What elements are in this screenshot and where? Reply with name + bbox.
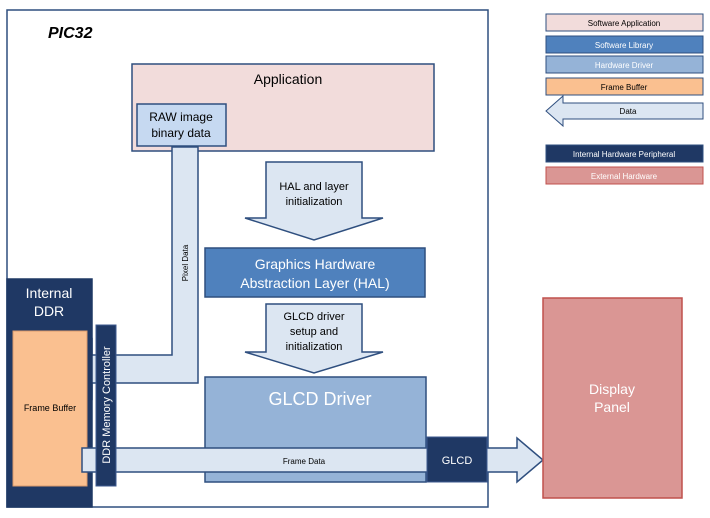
raw-image-label-line1: RAW image: [149, 110, 213, 124]
legend: Software Application Software Library Ha…: [545, 13, 704, 185]
legend-label-hardware-driver: Hardware Driver: [595, 61, 654, 70]
hal-init-arrow: [244, 161, 384, 241]
legend-swatch-frame-buffer: [545, 77, 704, 96]
legend-swatch-external-hardware: [545, 166, 704, 185]
frame-data-label: Frame Data: [283, 457, 326, 466]
raw-image-block: [136, 103, 227, 147]
legend-label-software-application: Software Application: [588, 19, 661, 28]
display-panel-block: [542, 297, 683, 499]
legend-swatch-hardware-driver: [545, 55, 704, 74]
glcd-setup-label-line3: initialization: [286, 341, 343, 353]
internal-ddr-label-line1: Internal: [26, 285, 73, 301]
legend-label-frame-buffer: Frame Buffer: [601, 83, 648, 92]
hal-init-label-line1: HAL and layer: [279, 181, 349, 193]
legend-label-data: Data: [620, 107, 637, 116]
pixel-data-label: Pixel Data: [181, 244, 190, 281]
legend-swatch-internal-hardware-peripheral: [545, 144, 704, 163]
pic32-title: PIC32: [48, 25, 93, 42]
glcd-label: GLCD: [442, 455, 473, 467]
legend-swatch-data-arrow: [545, 94, 704, 128]
hal-block: [204, 247, 426, 298]
frame-buffer-label: Frame Buffer: [24, 403, 76, 413]
hal-label-line1: Graphics Hardware: [255, 256, 376, 272]
legend-swatch-software-application: [545, 13, 704, 32]
legend-label-software-library: Software Library: [595, 41, 653, 50]
legend-label-internal-hardware-peripheral: Internal Hardware Peripheral: [573, 150, 675, 159]
application-label: Application: [254, 71, 323, 87]
display-panel-label-line2: Panel: [594, 399, 630, 415]
hal-init-label-line2: initialization: [286, 196, 343, 208]
legend-swatch-software-library: [545, 35, 704, 54]
ddr-memory-controller-label: DDR Memory Controller: [101, 346, 113, 464]
glcd-driver-label: GLCD Driver: [268, 389, 371, 409]
display-panel-label-line1: Display: [589, 381, 635, 397]
glcd-block: [426, 436, 488, 483]
glcd-setup-label-line1: GLCD driver: [283, 311, 344, 323]
hal-label-line2: Abstraction Layer (HAL): [240, 275, 389, 291]
internal-ddr-label-line2: DDR: [34, 303, 64, 319]
frame-buffer-block: [12, 330, 88, 487]
raw-image-label-line2: binary data: [151, 126, 211, 140]
glcd-setup-arrow: [244, 303, 384, 374]
ddr-memory-controller-block: [95, 324, 117, 487]
glcd-setup-label-line2: setup and: [290, 326, 338, 338]
legend-label-external-hardware: External Hardware: [591, 172, 658, 181]
